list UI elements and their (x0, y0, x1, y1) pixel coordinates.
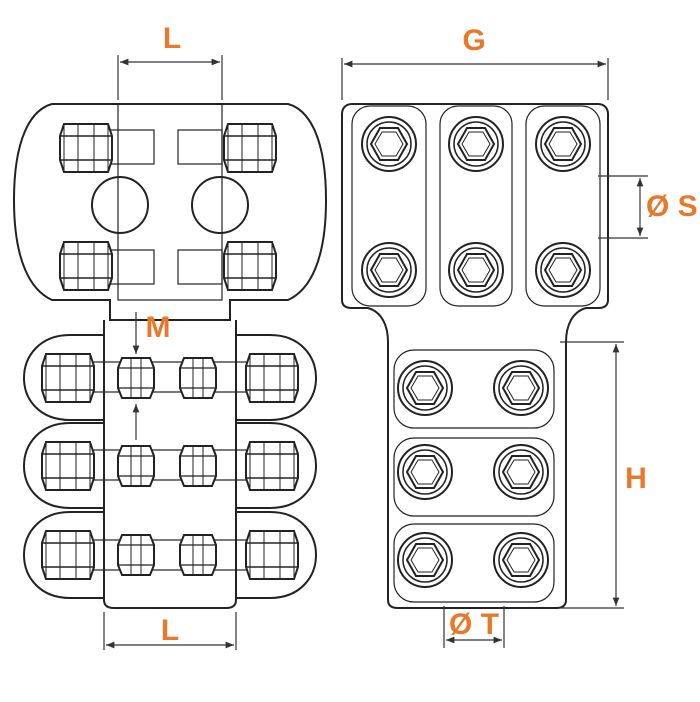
lower-bolt-4-icon (493, 444, 549, 500)
dim-m-label: M (146, 311, 171, 344)
top-bolt-6-icon (535, 242, 591, 298)
lower-bolt-1-icon (397, 360, 453, 416)
dim-l-top-label: L (163, 22, 181, 55)
dim-l-bottom-label: L (161, 614, 179, 647)
lower-left-nut-icon (59, 241, 113, 291)
lug-row-1 (22, 334, 318, 421)
lower-bolt-3-icon (397, 444, 453, 500)
lower-bolt-6-icon (493, 532, 549, 588)
lower-right-nut-icon (223, 241, 277, 291)
top-bolt-1-icon (361, 116, 417, 172)
top-bolt-3-icon (535, 116, 591, 172)
upper-lobe-body (12, 103, 328, 321)
dim-s-label: Ø S (646, 190, 698, 223)
side-view: L L M (12, 22, 328, 650)
top-view: G Ø S H Ø T (341, 24, 698, 648)
top-bolt-5-icon (448, 242, 504, 298)
right-hole (191, 176, 249, 234)
upper-left-nut-icon (59, 123, 113, 173)
top-bolt-2-icon (448, 116, 504, 172)
upper-right-nut-icon (223, 123, 277, 173)
top-bolt-4-icon (361, 242, 417, 298)
top-plate-outline (341, 103, 609, 609)
left-hole (91, 176, 149, 234)
lug-row-3 (22, 511, 318, 599)
lower-bolt-5-icon (397, 532, 453, 588)
lug-row-2 (22, 422, 318, 509)
dim-g-label: G (462, 24, 485, 57)
lower-body (103, 320, 237, 609)
lower-bolt-2-icon (493, 360, 549, 416)
upper-center-plate (117, 103, 223, 301)
dim-h-label: H (625, 462, 647, 495)
dim-t-label: Ø T (449, 608, 499, 641)
